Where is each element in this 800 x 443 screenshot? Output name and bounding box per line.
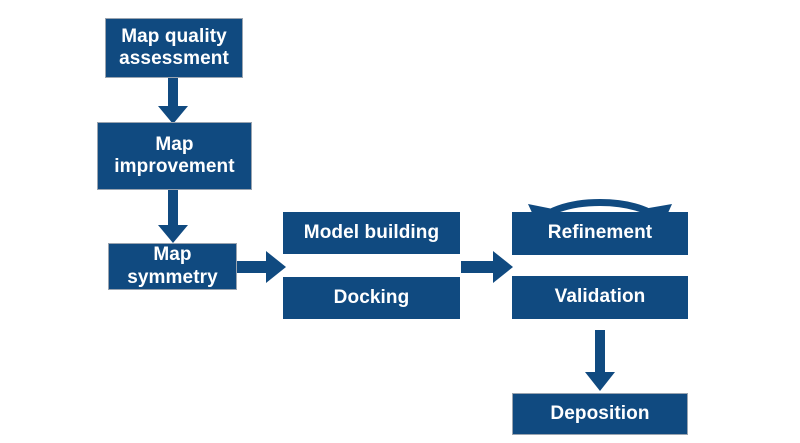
arrow-symmetry-to-building	[236, 251, 286, 283]
node-map-quality-assessment[interactable]: Map quality assessment	[105, 18, 243, 78]
arrow-cycle-to-deposition	[585, 330, 615, 391]
node-docking[interactable]: Docking	[283, 277, 460, 319]
arrow-quality-to-improvement	[158, 76, 188, 124]
arrow-building-to-refinement	[461, 251, 513, 283]
node-map-symmetry[interactable]: Map symmetry	[108, 243, 237, 290]
arrow-improvement-to-symmetry	[158, 189, 188, 243]
node-validation[interactable]: Validation	[512, 276, 688, 319]
node-deposition[interactable]: Deposition	[512, 393, 688, 435]
node-model-building[interactable]: Model building	[283, 212, 460, 254]
node-map-improvement[interactable]: Map improvement	[97, 122, 252, 190]
node-refinement[interactable]: Refinement	[512, 212, 688, 255]
